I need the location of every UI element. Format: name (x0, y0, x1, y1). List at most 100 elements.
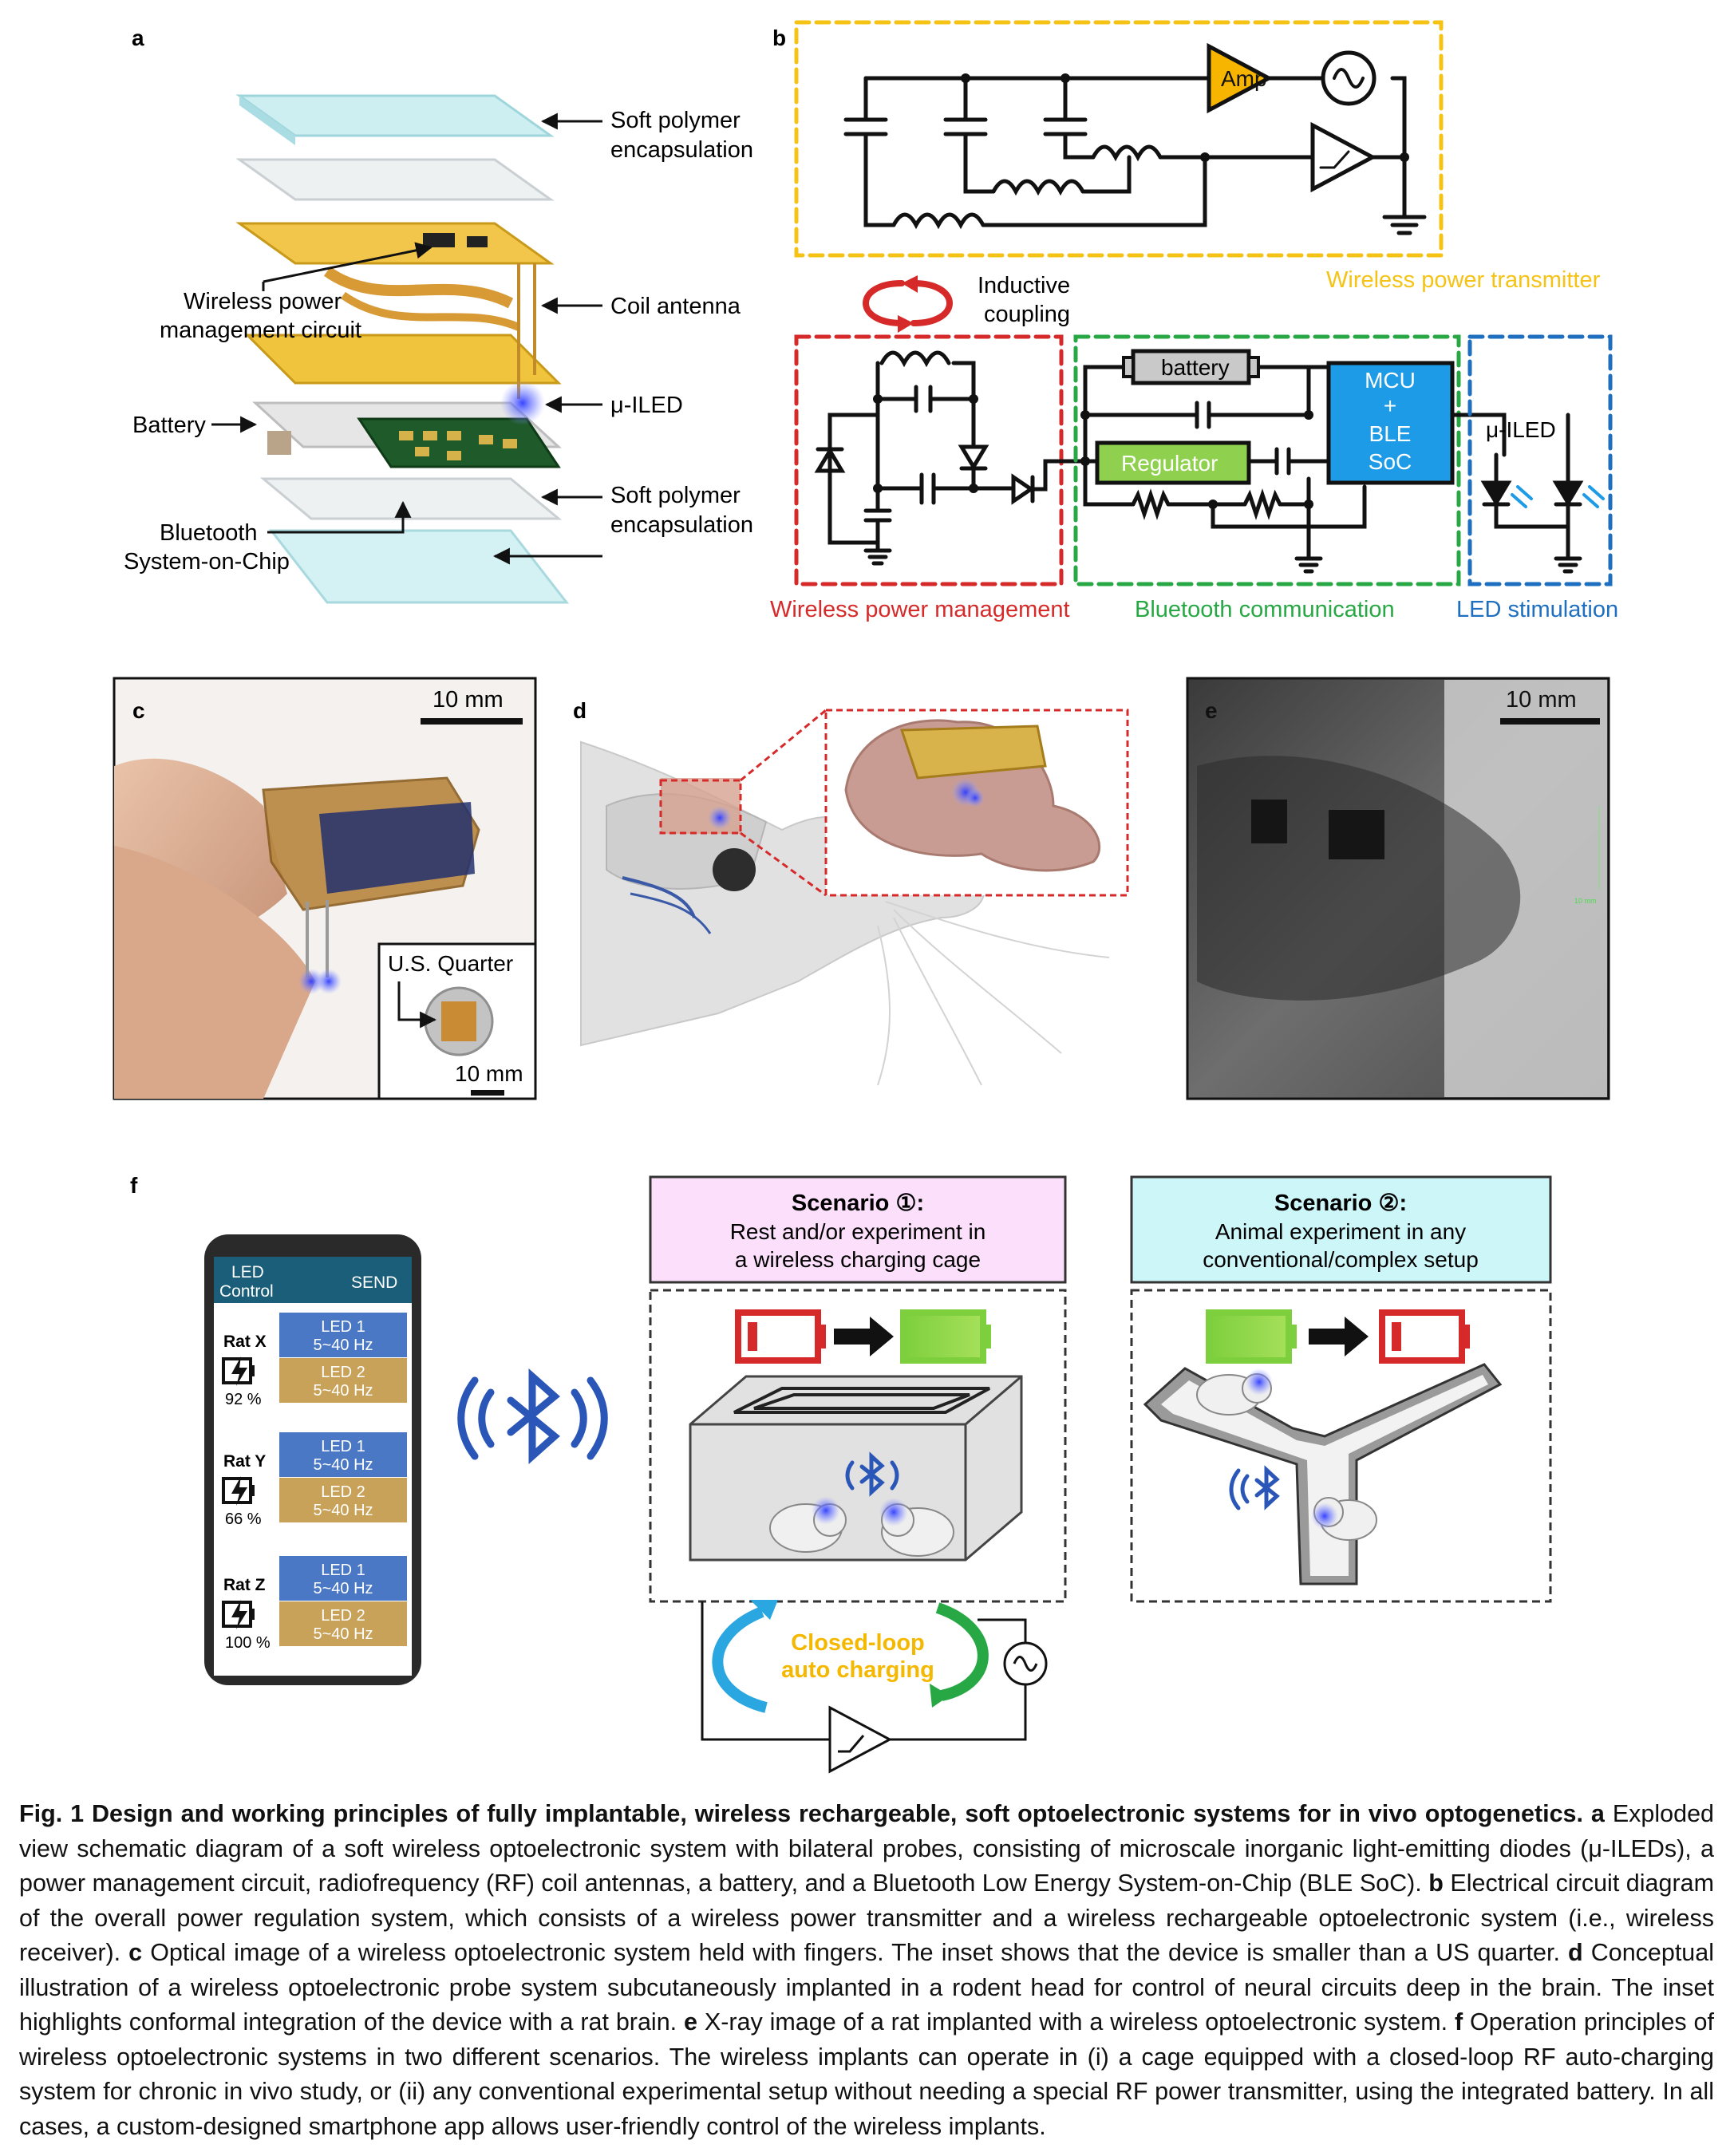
bluetooth-communication-box (1073, 334, 1461, 586)
quarter-inset-scale-bar (471, 1090, 504, 1096)
caption-text-f: Operation principles of wireless optoele… (19, 2008, 1714, 2140)
caption-text-a: Exploded view schematic diagram of a sof… (19, 1800, 1714, 1897)
rat-y-led2-label: LED 2 (321, 1483, 365, 1501)
quarter-inset-scale-label: 10 mm (455, 1061, 523, 1086)
coil-board-layer (244, 334, 562, 385)
label-top-encapsulation-2: encapsulation (610, 137, 753, 163)
cage-coil (733, 1387, 990, 1414)
panel-letter-d: d (573, 698, 587, 723)
finger-bottom (114, 846, 315, 1099)
scenario1-line2: a wireless charging cage (735, 1247, 981, 1272)
maze-rat-1 (1196, 1368, 1273, 1416)
rat-x-led1-freq: 5~40 Hz (313, 1337, 373, 1354)
regulator-label: Regulator (1121, 451, 1218, 476)
second-encapsulation-layer (235, 158, 555, 201)
rat-x-percent: 92 % (225, 1391, 262, 1408)
scenario2-line2: conventional/complex setup (1203, 1247, 1479, 1272)
inductive-coupling-label-2: coupling (984, 302, 1070, 327)
led-stimulation-label: LED stimulation (1456, 597, 1618, 622)
rat-z-led1-label: LED 1 (321, 1562, 365, 1579)
caption-letter-a: a (1590, 1800, 1605, 1827)
panel-b: b Amp (770, 20, 1618, 622)
bluetooth-board-pads (399, 431, 517, 460)
rat-whiskers (877, 901, 1110, 1086)
panel-letter-e: e (1205, 698, 1218, 723)
caption-text-d: Conceptual illustration of a wireless op… (19, 1939, 1715, 2036)
panel-f: f LED Control SEND Rat X 92 % LED 1 5~40… (130, 1173, 1552, 1774)
app-header-title-1: LED (231, 1263, 264, 1281)
label-coil-antenna: Coil antenna (610, 294, 741, 319)
led-emission-arrows (1511, 485, 1605, 508)
app-header-title-2: Control (219, 1282, 274, 1301)
mcu-label-3: BLE (1369, 421, 1412, 446)
led-circuit (1480, 413, 1584, 574)
mcu-ble-soc-block (1326, 361, 1455, 485)
label-top-encapsulation-1: Soft polymer (610, 108, 741, 133)
coil-antenna-trace (323, 267, 514, 309)
maze-rat-2 (1311, 1497, 1377, 1541)
full-battery-icon (900, 1309, 986, 1364)
send-button[interactable]: SEND (351, 1273, 397, 1292)
closed-loop-label-1: Closed-loop (791, 1630, 925, 1656)
panel-c-scale-bar (421, 718, 523, 725)
transmitter-circuit (843, 76, 1427, 235)
caption-letter-b: b (1428, 1870, 1444, 1897)
rat-z-led2-freq: 5~40 Hz (313, 1625, 373, 1643)
closed-loop-label-2: auto charging (781, 1657, 934, 1683)
rat-x-led2-label: LED 2 (321, 1364, 365, 1381)
bluetooth-circuit (1083, 365, 1507, 574)
top-encapsulation-edge (239, 96, 295, 145)
panel-e-scale-bar (1500, 718, 1600, 725)
implanted-device (899, 725, 1047, 780)
panel-letter-f: f (130, 1173, 138, 1198)
coupling-arrow-right (910, 280, 953, 326)
rat-z-percent: 100 % (225, 1634, 271, 1652)
scenario1-header (649, 1175, 1067, 1284)
panel-letter-b: b (772, 26, 786, 50)
transmitter-box (794, 20, 1444, 258)
panel-d: d (573, 698, 1129, 1086)
zoom-box (659, 779, 742, 835)
power-circuit-layer (235, 222, 555, 265)
device-battery (319, 802, 475, 894)
figure-caption: Fig. 1 Design and working principles of … (19, 1797, 1714, 2144)
panel-letter-c: c (132, 698, 145, 723)
maze-bluetooth-icon (1229, 1465, 1280, 1510)
rat-y-led2-button[interactable] (279, 1478, 407, 1522)
rat-x-led2-button[interactable] (279, 1358, 407, 1403)
label-power-circuit-1: Wireless power (184, 289, 342, 314)
amp-label: Amp (1221, 66, 1267, 91)
rat-y-led1-freq: 5~40 Hz (313, 1456, 373, 1474)
caption-letter-e: e (684, 2008, 697, 2036)
xray-ruler-label: 10 mm (1574, 897, 1597, 905)
charging-cage (689, 1375, 1023, 1562)
phone-app-header[interactable] (214, 1257, 412, 1303)
label-power-circuit-2: management circuit (160, 318, 361, 343)
rat-x-led2-freq: 5~40 Hz (313, 1382, 373, 1400)
scenario2-header (1130, 1175, 1552, 1284)
rat-z-led2-button[interactable] (279, 1601, 407, 1646)
coupling-arrow-left (863, 280, 905, 326)
rat-z-led1-button[interactable] (279, 1556, 407, 1601)
caption-letter-d: d (1568, 1939, 1583, 1966)
bottom-encapsulation-base (268, 529, 570, 604)
coil-antenna-trace-2 (341, 291, 520, 331)
label-bluetooth-1: Bluetooth (160, 520, 258, 546)
panel-e: e 10 mm 10 mm (1186, 677, 1610, 1100)
rat-z-name: Rat Z (223, 1576, 266, 1594)
bluetooth-wave-icon (457, 1368, 608, 1465)
mcu-label-2: + (1384, 393, 1396, 418)
quarter-device (441, 1001, 476, 1041)
label-battery: Battery (132, 413, 206, 438)
rat-x-led1-button[interactable] (279, 1313, 407, 1357)
led-stimulation-box (1467, 334, 1613, 586)
battery-circuit-label: battery (1161, 355, 1230, 380)
rat-y-led1-button[interactable] (279, 1432, 407, 1477)
scenario1-title: Scenario ①: (792, 1191, 924, 1216)
caption-letter-f: f (1454, 2008, 1463, 2036)
rat-1-illustration (769, 1496, 847, 1553)
label-bottom-encapsulation-2: encapsulation (610, 512, 753, 538)
panel-c: c 10 mm U.S. Quarter 10 mm (113, 677, 537, 1100)
caption-text-c: Optical image of a wireless optoelectron… (150, 1939, 1560, 1966)
rat-x-led1-label: LED 1 (321, 1318, 365, 1336)
